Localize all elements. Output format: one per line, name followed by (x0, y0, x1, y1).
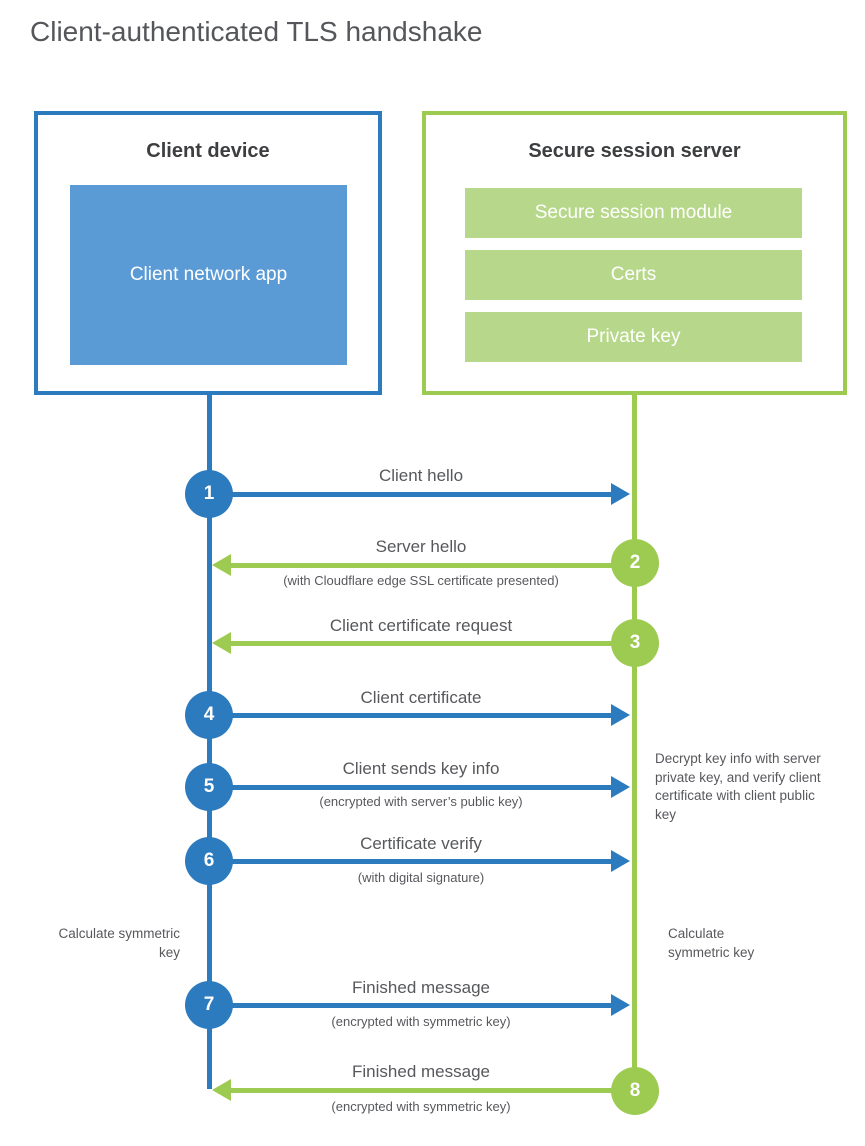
step-8-sublabel: (encrypted with symmetric key) (331, 1099, 511, 1114)
step-1-arrowhead-right-icon (611, 483, 630, 505)
server-module-secure-session: Secure session module (465, 188, 802, 238)
page-title: Client-authenticated TLS handshake (30, 16, 483, 47)
step-3-arrow-line (228, 641, 635, 646)
step-7-arrowhead-right-icon (611, 994, 630, 1016)
step-6-arrowhead-right-icon (611, 850, 630, 872)
step-6-label: Certificate verify (360, 834, 482, 853)
server-module-private-key: Private key (465, 312, 802, 362)
client-network-app-label: Client network app (129, 264, 288, 285)
step-3-arrowhead-left-icon (212, 632, 231, 654)
step-4-badge: 4 (185, 691, 233, 739)
step-3-label: Client certificate request (329, 616, 513, 635)
step-5-sublabel: (encrypted with server’s public key) (319, 794, 523, 809)
step-6-arrow-line (209, 859, 614, 864)
step-7-badge: 7 (185, 981, 233, 1029)
step-1-arrow-line (209, 492, 614, 497)
step-4-arrow-line (209, 713, 614, 718)
step-4-arrowhead-right-icon (611, 704, 630, 726)
step-2-sublabel: (with Cloudflare edge SSL certificate pr… (283, 573, 559, 588)
secure-session-server-title: Secure session server (528, 140, 741, 162)
client-calculate-symmetric-key-note: Calculate symmetric key (58, 926, 180, 960)
step-5-arrowhead-right-icon (611, 776, 630, 798)
server-module-private-key-label: Private key (586, 326, 681, 347)
server-lifeline (632, 391, 637, 1093)
step-5-badge: 5 (185, 763, 233, 811)
step-8-arrowhead-left-icon (212, 1079, 231, 1101)
step-1-label: Client hello (378, 466, 464, 485)
step-7-sublabel: (encrypted with symmetric key) (331, 1014, 511, 1029)
step-2-arrowhead-left-icon (212, 554, 231, 576)
step-5-label: Client sends key info (342, 759, 500, 778)
step-6-sublabel: (with digital signature) (357, 870, 485, 885)
step-4-label: Client certificate (360, 688, 482, 707)
client-network-app-module: Client network app (70, 185, 347, 365)
server-module-certs: Certs (465, 250, 802, 300)
step-7-arrow-line (209, 1003, 614, 1008)
client-lifeline (207, 391, 212, 1089)
step-6-badge: 6 (185, 837, 233, 885)
step-2-badge: 2 (611, 539, 659, 587)
server-module-certs-label: Certs (610, 264, 657, 285)
client-device-title: Client device (146, 140, 270, 162)
step-2-label: Server hello (375, 537, 467, 556)
step-7-label: Finished message (352, 978, 490, 997)
server-module-secure-session-label: Secure session module (534, 202, 733, 223)
step-8-badge: 8 (611, 1067, 659, 1115)
server-calculate-symmetric-key-note: Calculate symmetric key (668, 926, 755, 960)
step-2-arrow-line (228, 563, 635, 568)
step-8-label: Finished message (352, 1062, 490, 1081)
step-5-arrow-line (209, 785, 614, 790)
step-1-badge: 1 (185, 470, 233, 518)
server-decrypt-note: Decrypt key info with server private key… (655, 751, 821, 822)
step-8-arrow-line (228, 1088, 635, 1093)
step-3-badge: 3 (611, 619, 659, 667)
